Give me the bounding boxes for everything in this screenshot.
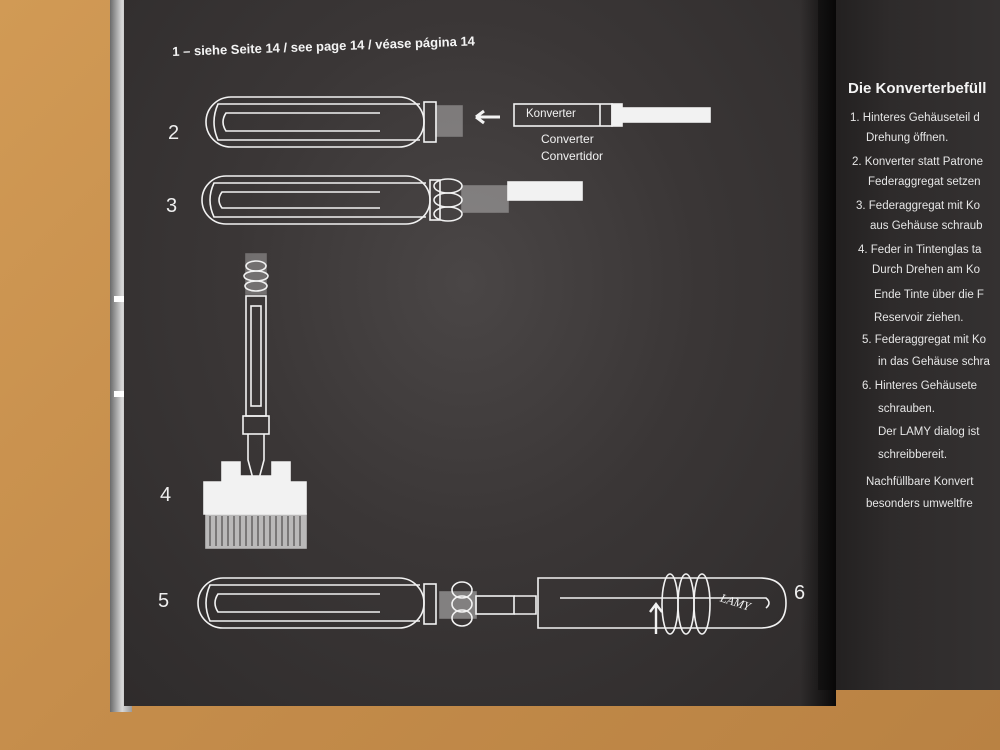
instruction-line: in das Gehäuse schra xyxy=(878,356,990,368)
right-page xyxy=(818,0,1000,690)
instruction-line: 2. Konverter statt Patrone xyxy=(852,156,984,168)
converter-label-en: Converter xyxy=(541,132,594,146)
instruction-line: 6. Hinteres Gehäusete xyxy=(862,380,978,392)
step-number: 3 xyxy=(166,195,178,217)
instruction-line: 3. Federaggregat mit Ko xyxy=(856,200,981,212)
instruction-line: 4. Feder in Tintenglas ta xyxy=(858,244,982,256)
pen-barrel-step-2 xyxy=(205,96,463,148)
converter-label-es: Convertidor xyxy=(541,149,604,163)
instruction-line: Durch Drehen am Ko xyxy=(872,264,981,276)
instruction-line: Federaggregat setzen xyxy=(868,176,981,188)
instruction-line: 5. Federaggregat mit Ko xyxy=(862,334,987,346)
instruction-line: aus Gehäuse schraub xyxy=(870,220,983,232)
page-marker xyxy=(114,391,124,397)
instruction-line: schrauben. xyxy=(878,403,935,415)
step-number: 6 xyxy=(794,582,806,604)
step-number: 2 xyxy=(168,122,180,144)
pen-in-ink-bottle-step-4 xyxy=(203,253,307,549)
converter-label-de: Konverter xyxy=(526,108,576,120)
instruction-line: Drehung öffnen. xyxy=(866,132,949,144)
pen-cap-step-6 xyxy=(537,573,787,635)
converter-part xyxy=(513,103,711,127)
instruction-line: besonders umweltfre xyxy=(866,498,973,510)
insert-arrow xyxy=(475,109,500,125)
right-page-title: Die Konverterbefüll xyxy=(848,80,987,97)
instruction-line: schreibbereit. xyxy=(878,449,948,461)
instruction-line: Reservoir ziehen. xyxy=(874,312,964,324)
instruction-line: Nachfüllbare Konvert xyxy=(866,476,974,488)
lamy-logo: LAMY xyxy=(718,590,754,614)
step-number: 4 xyxy=(160,484,172,506)
book-gutter xyxy=(800,0,836,706)
instruction-line: 1. Hinteres Gehäuseteil d xyxy=(850,112,980,124)
pen-barrel-step-3 xyxy=(201,175,583,225)
instruction-line: Der LAMY dialog ist xyxy=(878,426,980,438)
page-marker xyxy=(114,296,124,302)
pen-barrel-step-5 xyxy=(197,577,537,629)
step-number: 5 xyxy=(158,590,170,612)
instruction-line: Ende Tinte über die F xyxy=(874,289,984,301)
